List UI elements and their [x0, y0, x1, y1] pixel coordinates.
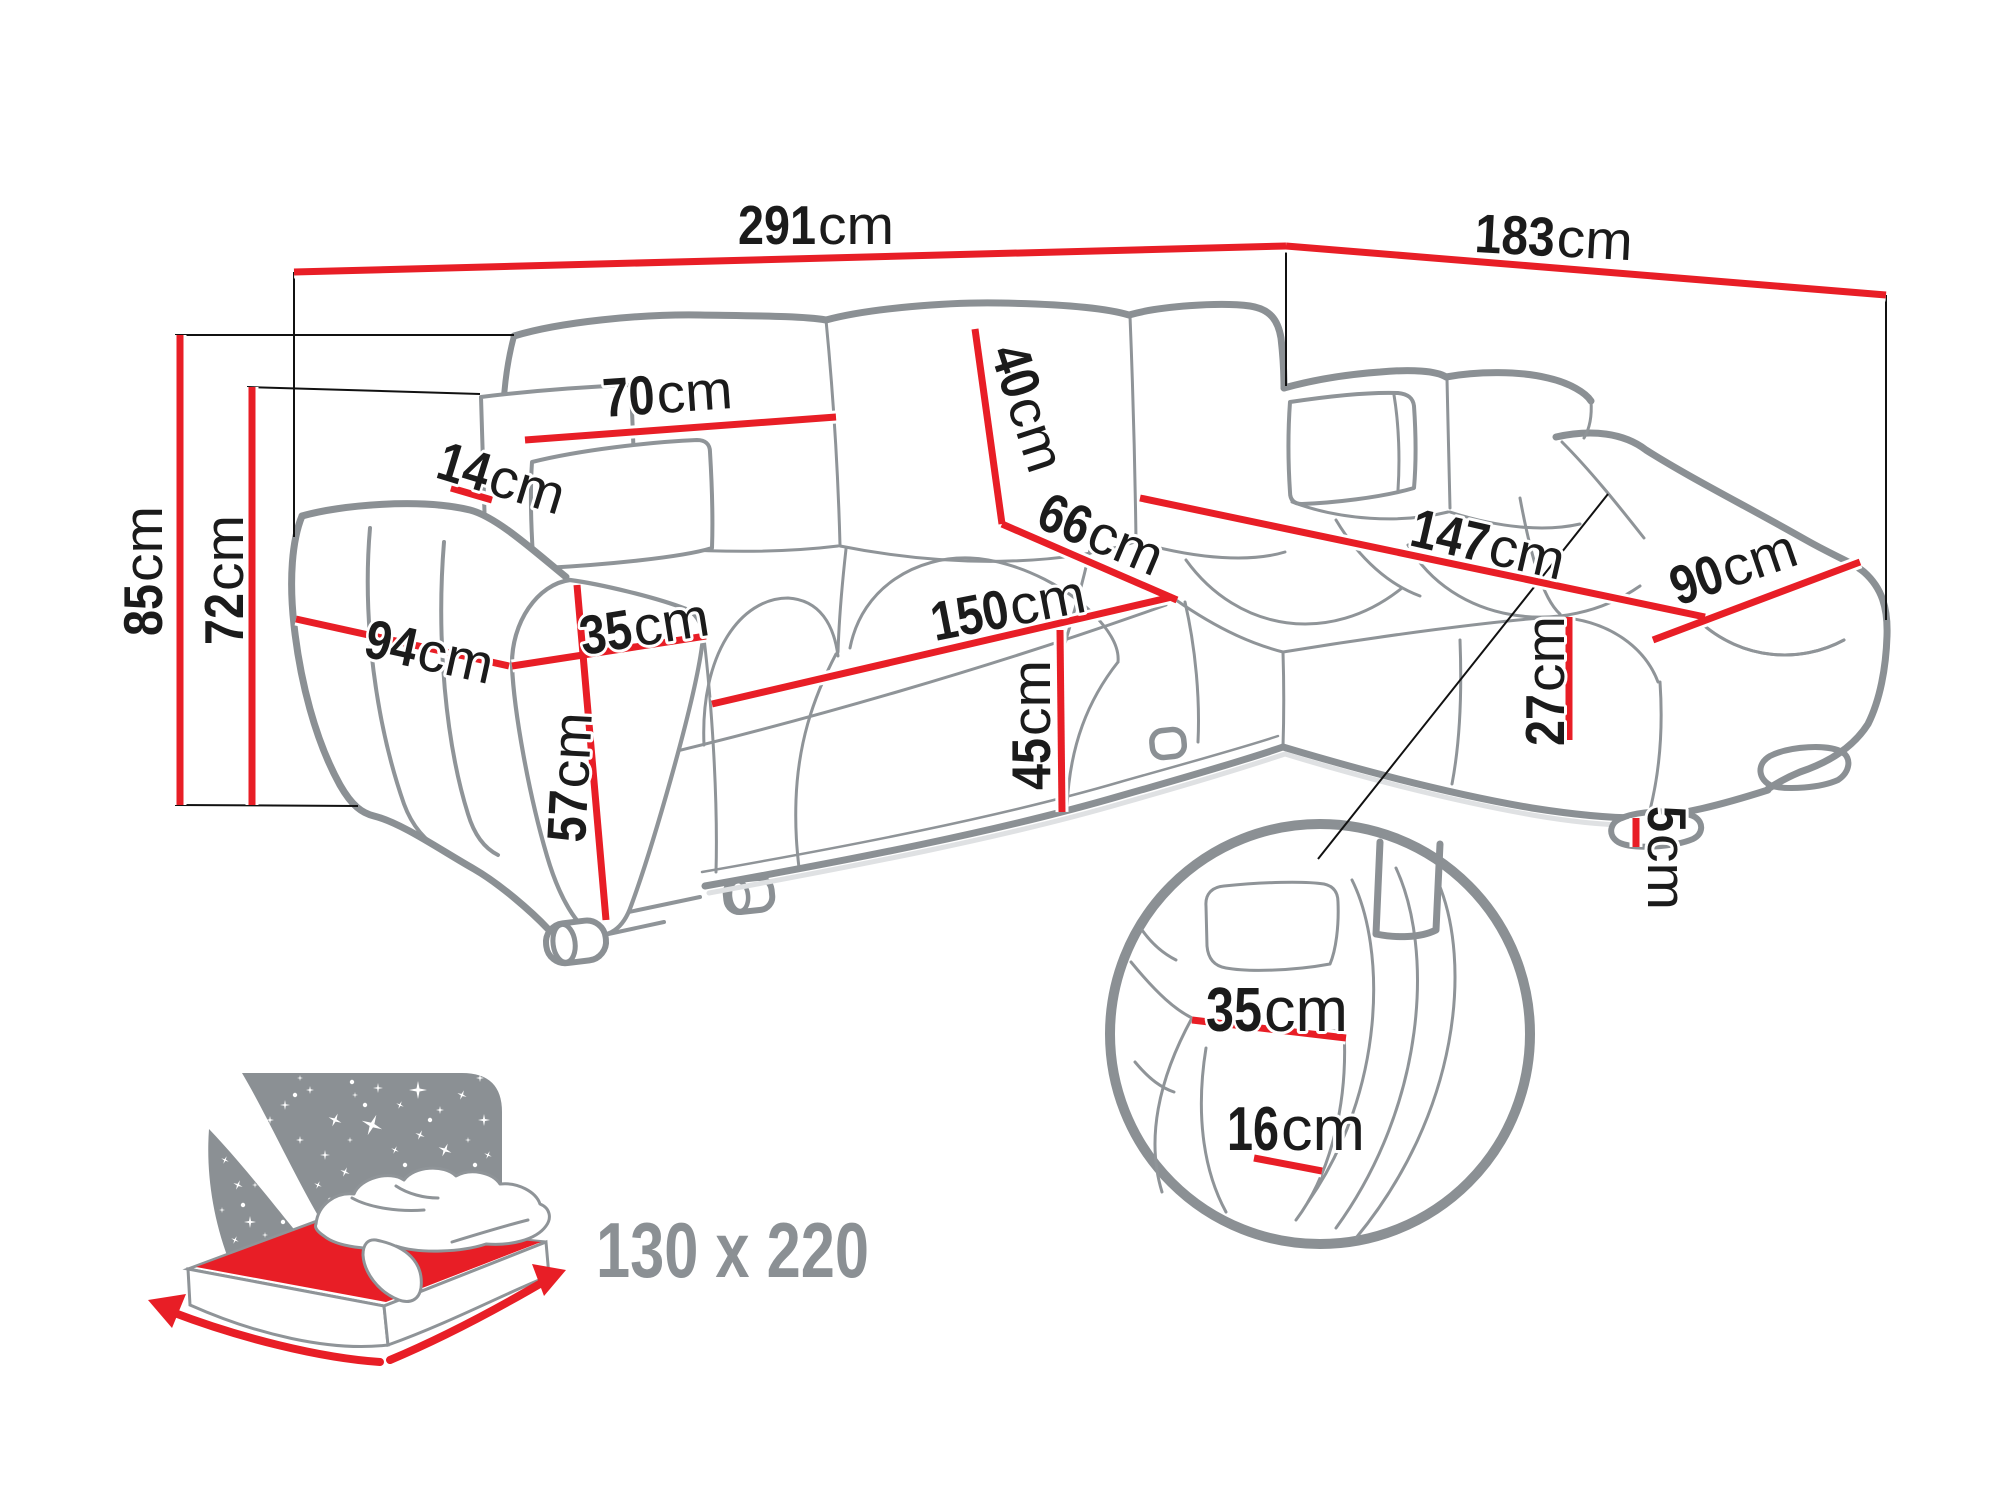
svg-text:5: 5	[1636, 806, 1698, 832]
svg-text:35: 35	[1206, 976, 1262, 1045]
svg-text:27: 27	[1514, 694, 1576, 746]
svg-text:130 x 220: 130 x 220	[596, 1206, 869, 1294]
svg-text:cm: cm	[1555, 206, 1634, 272]
svg-text:cm: cm	[1514, 616, 1576, 692]
svg-text:cm: cm	[193, 515, 255, 591]
svg-text:cm: cm	[1000, 660, 1062, 736]
svg-text:291: 291	[738, 194, 816, 256]
svg-text:183: 183	[1473, 202, 1556, 268]
svg-text:cm: cm	[1281, 1095, 1365, 1164]
svg-text:16: 16	[1227, 1095, 1279, 1164]
svg-text:72: 72	[193, 593, 255, 645]
svg-text:57: 57	[535, 788, 600, 843]
svg-text:70: 70	[601, 363, 657, 428]
svg-text:35: 35	[575, 597, 636, 666]
svg-text:cm: cm	[654, 358, 734, 425]
svg-text:cm: cm	[112, 506, 174, 582]
svg-text:cm: cm	[629, 585, 714, 658]
svg-text:cm: cm	[538, 711, 604, 790]
svg-text:cm: cm	[818, 194, 894, 256]
svg-text:85: 85	[112, 584, 174, 636]
svg-text:cm: cm	[1264, 976, 1348, 1045]
svg-text:45: 45	[1000, 738, 1062, 790]
svg-text:cm: cm	[1636, 834, 1698, 910]
